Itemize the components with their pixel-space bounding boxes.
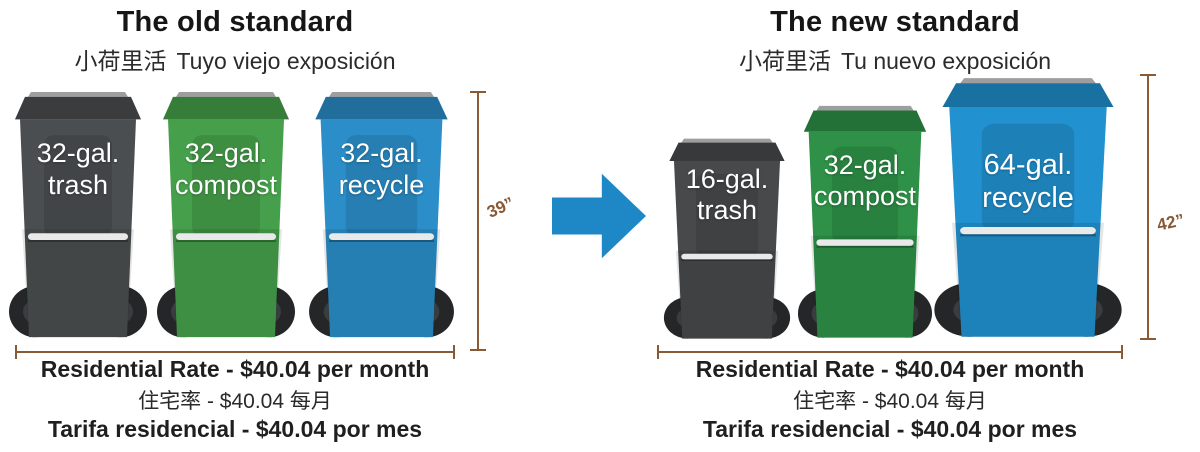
new-standard-title: The new standard [770,6,1020,38]
old-standard-title: The old standard [116,6,354,38]
new-rate-chinese: 住宅率 - $40.04 每月 [793,390,987,413]
new-trash-bin: 16-gal. trash [663,137,791,345]
compost-bin-graphic [157,91,295,338]
new-rate-spanish: Tarifa residencial - $40.04 por mes [702,416,1078,442]
new-height-dimension: 42” [1155,210,1186,235]
old-recycle-bin: 32-gal. recycle [308,90,455,345]
new-compost-bin-label: 32-gal. compost [797,150,933,213]
new-standard-header: The new standard 小荷里活 Tu nuevo exposición [660,6,1130,76]
bin-size-text: 32-gal. [340,138,423,169]
new-subtitle-spanish: Tu nuevo exposición [840,48,1052,74]
old-rate-english: Residential Rate - $40.04 per month [40,356,430,382]
old-trash-bin: 32-gal. trash [8,90,148,345]
new-subtitle-chinese: 小荷里活 [738,48,831,74]
bin-type-text: recycle [982,182,1074,215]
bin-type-text: compost [813,181,917,212]
new-recycle-bin-label: 64-gal. recycle [933,149,1123,216]
old-standard-header: The old standard 小荷里活 Tuyo viejo exposici… [0,6,470,76]
new-rate-text: Residential Rate - $40.04 per month 住宅率 … [655,356,1125,443]
old-rate-spanish: Tarifa residencial - $40.04 por mes [47,416,423,442]
new-rate-english: Residential Rate - $40.04 per month [695,356,1085,382]
recycle-bin-graphic [309,91,454,338]
compost-bin-graphic [797,105,933,338]
old-trash-bin-label: 32-gal. trash [8,138,148,201]
old-recycle-bin-label: 32-gal. recycle [308,138,455,201]
old-subtitle-chinese: 小荷里活 [74,48,167,74]
old-compost-bin: 32-gal. compost [156,90,296,345]
right-arrow-icon [552,173,646,259]
bin-type-text: recycle [338,169,425,200]
bin-size-text: 32-gal. [36,138,120,169]
old-subtitle-spanish: Tuyo viejo exposición [176,48,396,74]
new-trash-bin-label: 16-gal. trash [663,164,791,227]
bin-size-text: 64-gal. [983,148,1073,181]
new-width-measure-line [657,345,1123,359]
bin-type-text: compost [174,169,278,200]
old-height-measure-line [470,91,486,351]
new-compost-bin: 32-gal. compost [797,104,933,345]
old-compost-bin-label: 32-gal. compost [156,138,296,201]
old-rate-text: Residential Rate - $40.04 per month 住宅率 … [0,356,470,443]
old-width-measure-line [15,345,455,359]
new-recycle-bin: 64-gal. recycle [933,76,1123,345]
old-rate-chinese: 住宅率 - $40.04 每月 [138,390,332,413]
bin-type-text: trash [47,169,109,200]
new-height-measure-line [1140,74,1156,340]
old-standard-subtitle: 小荷里活 Tuyo viejo exposición [0,42,470,76]
new-standard-subtitle: 小荷里活 Tu nuevo exposición [660,42,1130,76]
trash-bin-graphic [9,91,147,338]
bin-type-text: trash [696,195,758,226]
bin-size-text: 32-gal. [823,149,907,180]
bin-size-text: 16-gal. [685,164,769,195]
bin-size-text: 32-gal. [184,138,268,169]
old-height-dimension: 39” [484,193,517,222]
